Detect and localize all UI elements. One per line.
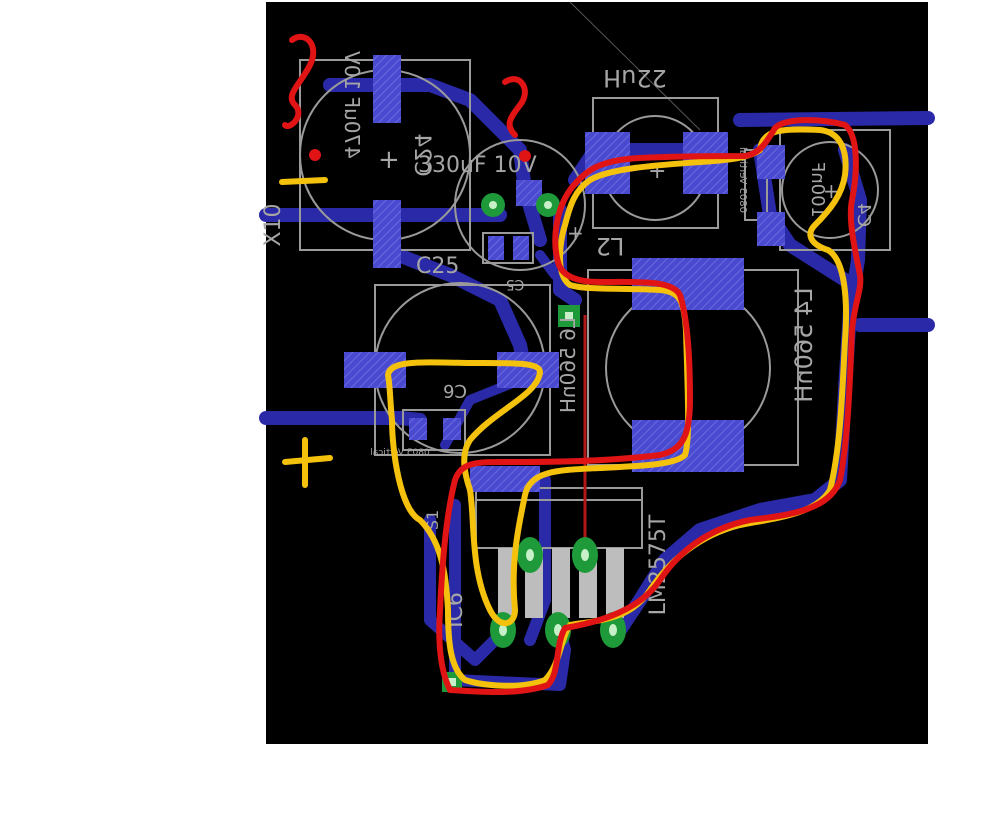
marker-annotations xyxy=(279,33,864,695)
pad-small-a xyxy=(409,418,427,440)
pad-small-c xyxy=(488,236,504,260)
label-c25: C25 xyxy=(416,254,459,279)
label-l2-value: 22uH xyxy=(603,64,667,92)
silk-labels: 470uF 10V C24 330uF 10V C25 C5 22uH L2 1… xyxy=(261,51,874,628)
label-c330: 330uF 10V xyxy=(418,153,537,178)
label-c5: C5 xyxy=(506,276,525,292)
pad-c24-bottom xyxy=(373,200,401,268)
label-tiny-a: 0805 Vertical xyxy=(370,448,429,458)
label-c100: 100nF xyxy=(807,162,828,218)
red-loop xyxy=(436,117,864,695)
label-c6: C6 xyxy=(443,380,467,401)
label-plus-c330: + xyxy=(567,221,584,245)
pad-c4-bottom xyxy=(757,212,785,246)
label-c4: C4 xyxy=(853,203,874,227)
label-tiny-b: 0805 Vertical xyxy=(737,147,748,213)
pad-c24-top xyxy=(373,55,401,123)
smd-pads xyxy=(344,55,785,492)
yellow-minus xyxy=(279,177,328,185)
label-c-top-cap: 470uF 10V xyxy=(340,51,364,159)
label-l4: L4 560nH xyxy=(790,287,818,402)
label-c24: C24 xyxy=(409,133,434,176)
label-x10: X10 xyxy=(261,203,286,246)
pad-c6-left xyxy=(344,352,406,388)
red-question-mid xyxy=(502,76,528,138)
pad-c6-right xyxy=(497,352,559,388)
pad-small-b xyxy=(443,418,461,440)
ratsnest-line xyxy=(569,1,701,131)
pad-small-d xyxy=(513,236,529,260)
red-question-left xyxy=(282,33,317,129)
label-l-small: L6 560nH xyxy=(556,317,580,413)
label-l2: L2 xyxy=(596,232,625,260)
label-plus: + xyxy=(378,145,400,175)
